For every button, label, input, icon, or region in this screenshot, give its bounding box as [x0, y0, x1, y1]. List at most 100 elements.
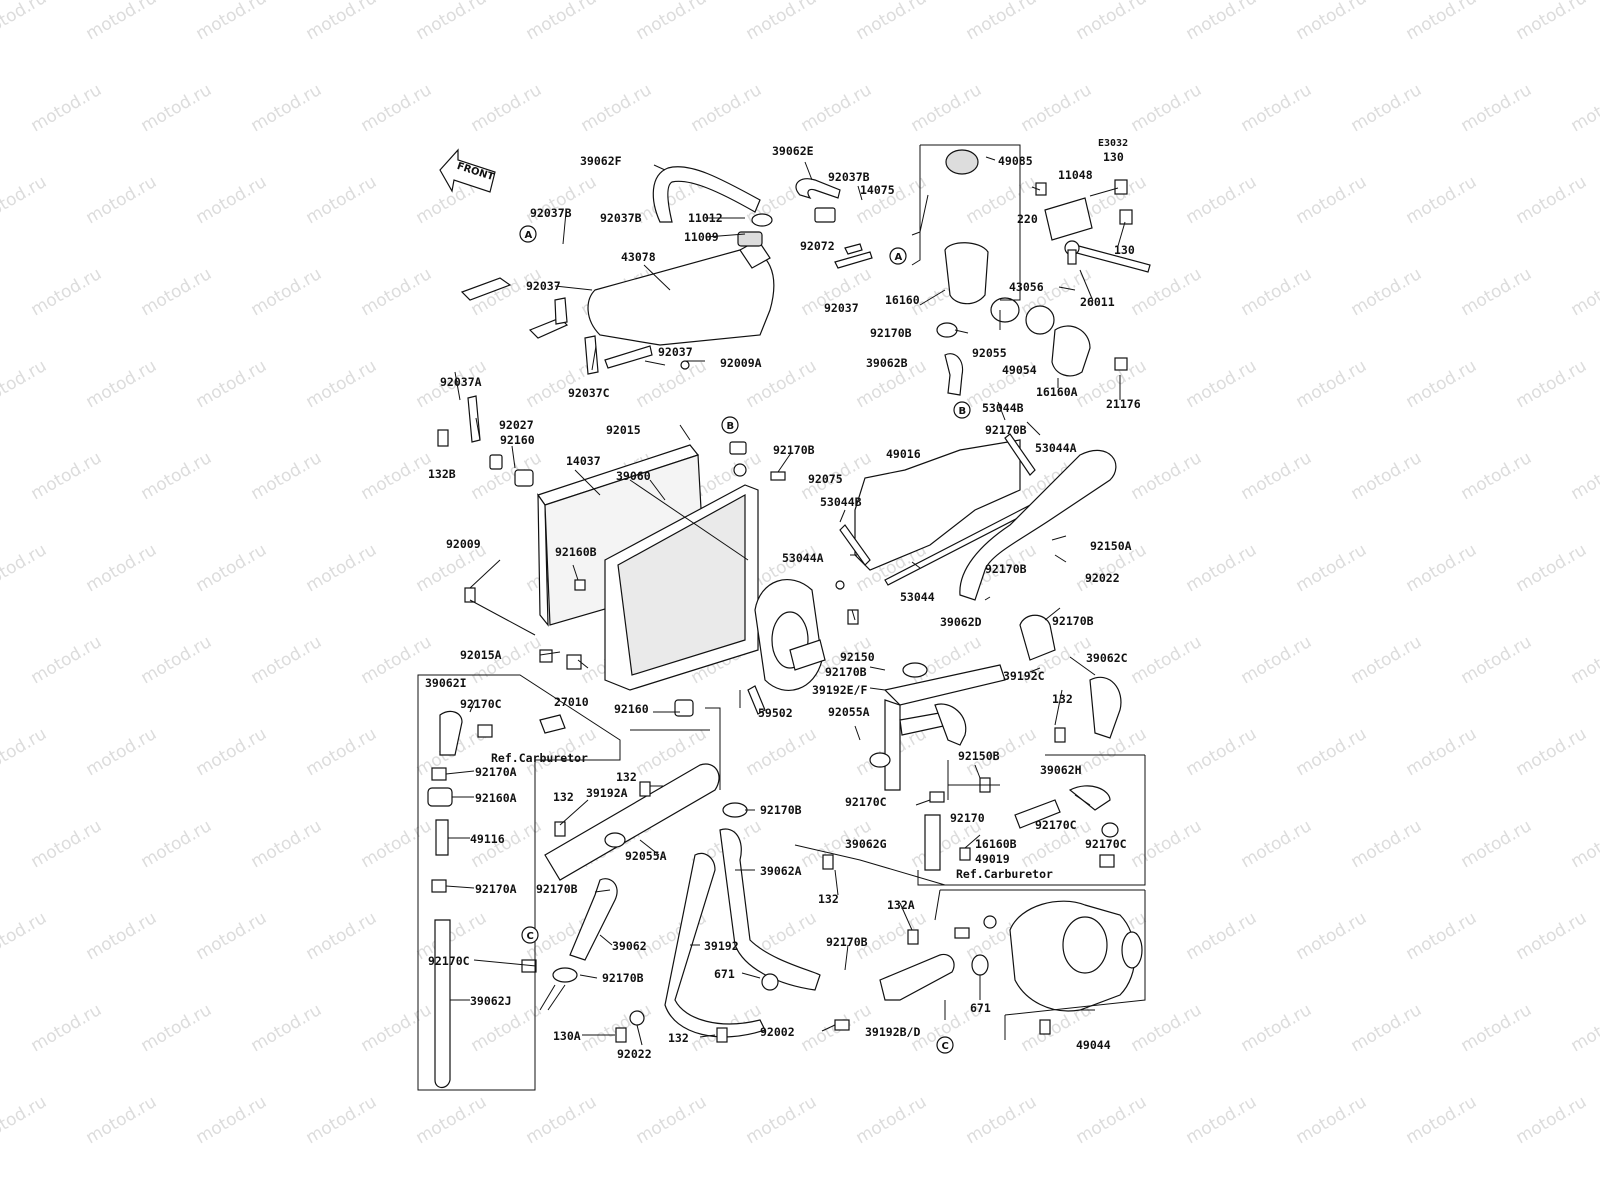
- filler-neck-group: [936, 149, 1151, 396]
- part-label: 39192: [704, 939, 739, 953]
- part-label: 92170A: [475, 882, 517, 896]
- part-label: 132: [553, 790, 574, 804]
- front-direction-arrow: FRONT: [439, 148, 496, 193]
- radiator-cover-group: [839, 433, 1122, 739]
- part-label: 27010: [554, 695, 589, 709]
- ref-label-c-2: C: [942, 1041, 949, 1052]
- part-label: 53044A: [1035, 441, 1077, 455]
- part-number-labels: E3032 39062F 39062E 92037B 14075 49085 1…: [425, 138, 1141, 1061]
- part-label: 92009A: [720, 356, 762, 370]
- part-label: 92170B: [870, 326, 912, 340]
- part-label: 92170B: [1052, 614, 1094, 628]
- part-label: 14075: [860, 183, 895, 197]
- part-label: 92027: [499, 418, 534, 432]
- lower-pipe-group: [544, 763, 834, 1043]
- part-label: 53044B: [982, 401, 1024, 415]
- part-label: 92170C: [845, 795, 887, 809]
- ref-marker-a-1: [519, 225, 537, 243]
- ref-label-c-1: C: [527, 931, 534, 942]
- water-pipe-group: [869, 662, 1066, 793]
- part-label: 92170C: [460, 697, 502, 711]
- part-label: 53044A: [782, 551, 824, 565]
- ref-marker-c-2: [936, 1036, 954, 1054]
- ref-marker-a-2: [889, 247, 907, 265]
- part-label: 39062D: [940, 615, 982, 629]
- part-label: 39062: [612, 939, 647, 953]
- part-label: 92170: [950, 811, 985, 825]
- part-label: 92170A: [475, 765, 517, 779]
- part-label: 671: [714, 967, 735, 981]
- cooling-fan-group: [747, 579, 859, 715]
- part-label: 39192A: [586, 786, 628, 800]
- leader-lines: [445, 156, 1126, 1046]
- ref-carburetor-left: Ref.Carburetor: [491, 751, 588, 765]
- part-label: 39062A: [760, 864, 802, 878]
- part-label: 92055A: [828, 705, 870, 719]
- part-label: 92170B: [985, 562, 1027, 576]
- part-label: 11012: [688, 211, 723, 225]
- reference-markers: A A B B C C: [519, 225, 971, 1054]
- ref-label-a-1: A: [525, 230, 533, 241]
- part-label: 53044B: [820, 495, 862, 509]
- ref-label-b-1: B: [959, 406, 967, 417]
- part-label: 92037: [526, 279, 561, 293]
- ref-marker-b-2: [721, 416, 739, 434]
- radiator-group: [437, 395, 786, 717]
- part-label: 59502: [758, 706, 793, 720]
- part-label: 92055A: [625, 849, 667, 863]
- part-label: 92160: [500, 433, 535, 447]
- part-label: 39062J: [470, 994, 512, 1008]
- part-label: 132: [668, 1031, 689, 1045]
- part-label: 53044: [900, 590, 935, 604]
- part-label: 92170B: [536, 882, 578, 896]
- part-label: 39062C: [1086, 651, 1128, 665]
- part-label: 130A: [553, 1029, 581, 1043]
- part-label: 92170B: [602, 971, 644, 985]
- part-label: 26011: [1080, 295, 1115, 309]
- part-label: 39192C: [1003, 669, 1045, 683]
- part-label: 130: [1114, 243, 1135, 257]
- carb-hose-left-group: [427, 710, 566, 1089]
- ref-label-a-2: A: [895, 252, 903, 263]
- part-label: 92170C: [428, 954, 470, 968]
- part-label: 92160B: [555, 545, 597, 559]
- part-label: 92150A: [1090, 539, 1132, 553]
- part-label: 92170B: [773, 443, 815, 457]
- reserve-tank-group: [460, 166, 873, 375]
- part-label: 43056: [1009, 280, 1044, 294]
- part-label: 16160A: [1036, 385, 1078, 399]
- part-label: 11009: [684, 230, 719, 244]
- part-label: 39062G: [845, 837, 887, 851]
- part-label: 43078: [621, 250, 656, 264]
- part-label: 16160: [885, 293, 920, 307]
- group-boxes: [417, 144, 1146, 1091]
- part-label: 92150: [840, 650, 875, 664]
- part-label: 132: [818, 892, 839, 906]
- part-label: 92037: [658, 345, 693, 359]
- part-label: 132: [616, 770, 637, 784]
- carb-hose-right-group: [924, 785, 1119, 871]
- part-label: 39062E: [772, 144, 814, 158]
- part-label: 92170B: [760, 803, 802, 817]
- part-label: 21176: [1106, 397, 1141, 411]
- part-label: 92022: [617, 1047, 652, 1061]
- part-label: 92002: [760, 1025, 795, 1039]
- part-label: 11048: [1058, 168, 1093, 182]
- part-label: 39192E/F: [812, 683, 867, 697]
- part-label: 92170B: [826, 935, 868, 949]
- part-label: 39062F: [580, 154, 622, 168]
- water-pump-group: [834, 900, 1143, 1035]
- part-label: 132B: [428, 467, 456, 481]
- part-label: 92022: [1085, 571, 1120, 585]
- part-label: 130: [1103, 150, 1124, 164]
- part-label: 92015: [606, 423, 641, 437]
- part-label: 92150B: [958, 749, 1000, 763]
- part-label: 49085: [998, 154, 1033, 168]
- part-label: 92170B: [825, 665, 867, 679]
- part-label: 92037C: [568, 386, 610, 400]
- ref-marker-b-1: [953, 401, 971, 419]
- part-label: 39062B: [866, 356, 908, 370]
- part-label: 14037: [566, 454, 601, 468]
